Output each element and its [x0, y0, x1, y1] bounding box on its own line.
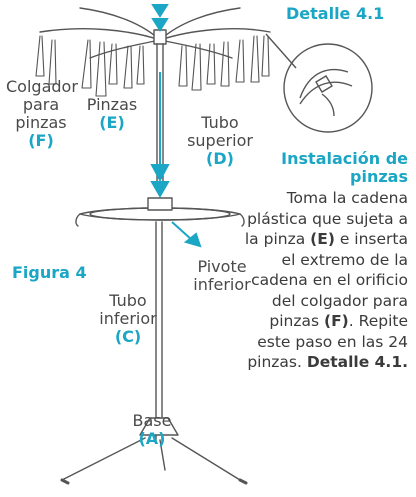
accent-arrows	[150, 4, 202, 248]
part-code: (C)	[114, 327, 142, 346]
detail-circle	[265, 33, 373, 133]
label-clothespin-hanger: Colgador para pinzas (F)	[6, 77, 78, 150]
figure-label: Figura 4	[12, 263, 87, 282]
label-line: Tubo	[109, 291, 147, 310]
label-base: Base (A)	[122, 412, 182, 448]
label-line: Base	[132, 411, 172, 430]
instructions-code: (F)	[324, 312, 349, 330]
detail-title: Detalle 4.1	[286, 4, 385, 23]
label-line: Colgador	[6, 77, 78, 96]
label-upper-tube: Tubo superior (D)	[180, 114, 260, 168]
instructions-detail-ref: Detalle 4.1.	[306, 353, 408, 371]
label-line: para	[22, 95, 60, 114]
clothespins	[35, 35, 270, 97]
instructions-title-line: pinzas	[350, 167, 408, 186]
instructions-title-line: Instalación de	[281, 149, 408, 168]
label-line: inferior	[99, 309, 157, 328]
top-hub-arms	[39, 7, 271, 59]
label-lower-tube: Tubo inferior (C)	[92, 292, 164, 346]
instructions-title: Instalación de pinzas	[258, 150, 408, 186]
instructions-text: e inserta el extremo de la cadena en el …	[251, 230, 408, 330]
part-code: (E)	[99, 113, 125, 132]
label-pins: Pinzas (E)	[84, 96, 140, 132]
part-code: (D)	[206, 149, 234, 168]
instructions-text: Toma la cadena plástica que sujeta a la …	[244, 189, 408, 248]
part-code: (A)	[138, 429, 166, 448]
label-line: Pinzas	[86, 95, 138, 114]
label-line: superior	[187, 131, 253, 150]
instructions-code: (E)	[310, 230, 335, 248]
instructions-body: Toma la cadena plástica que sujeta a la …	[238, 188, 408, 373]
instructions-text: . Repite este paso en las 24 pinzas.	[247, 312, 408, 371]
label-line: Pivote	[197, 257, 247, 276]
label-line: Tubo	[201, 113, 239, 132]
label-lower-pivot: Pivote inferior	[182, 258, 262, 294]
label-line: pinzas	[15, 113, 67, 132]
part-code: (F)	[28, 131, 54, 150]
label-line: inferior	[193, 275, 251, 294]
lower-tray	[75, 197, 245, 227]
